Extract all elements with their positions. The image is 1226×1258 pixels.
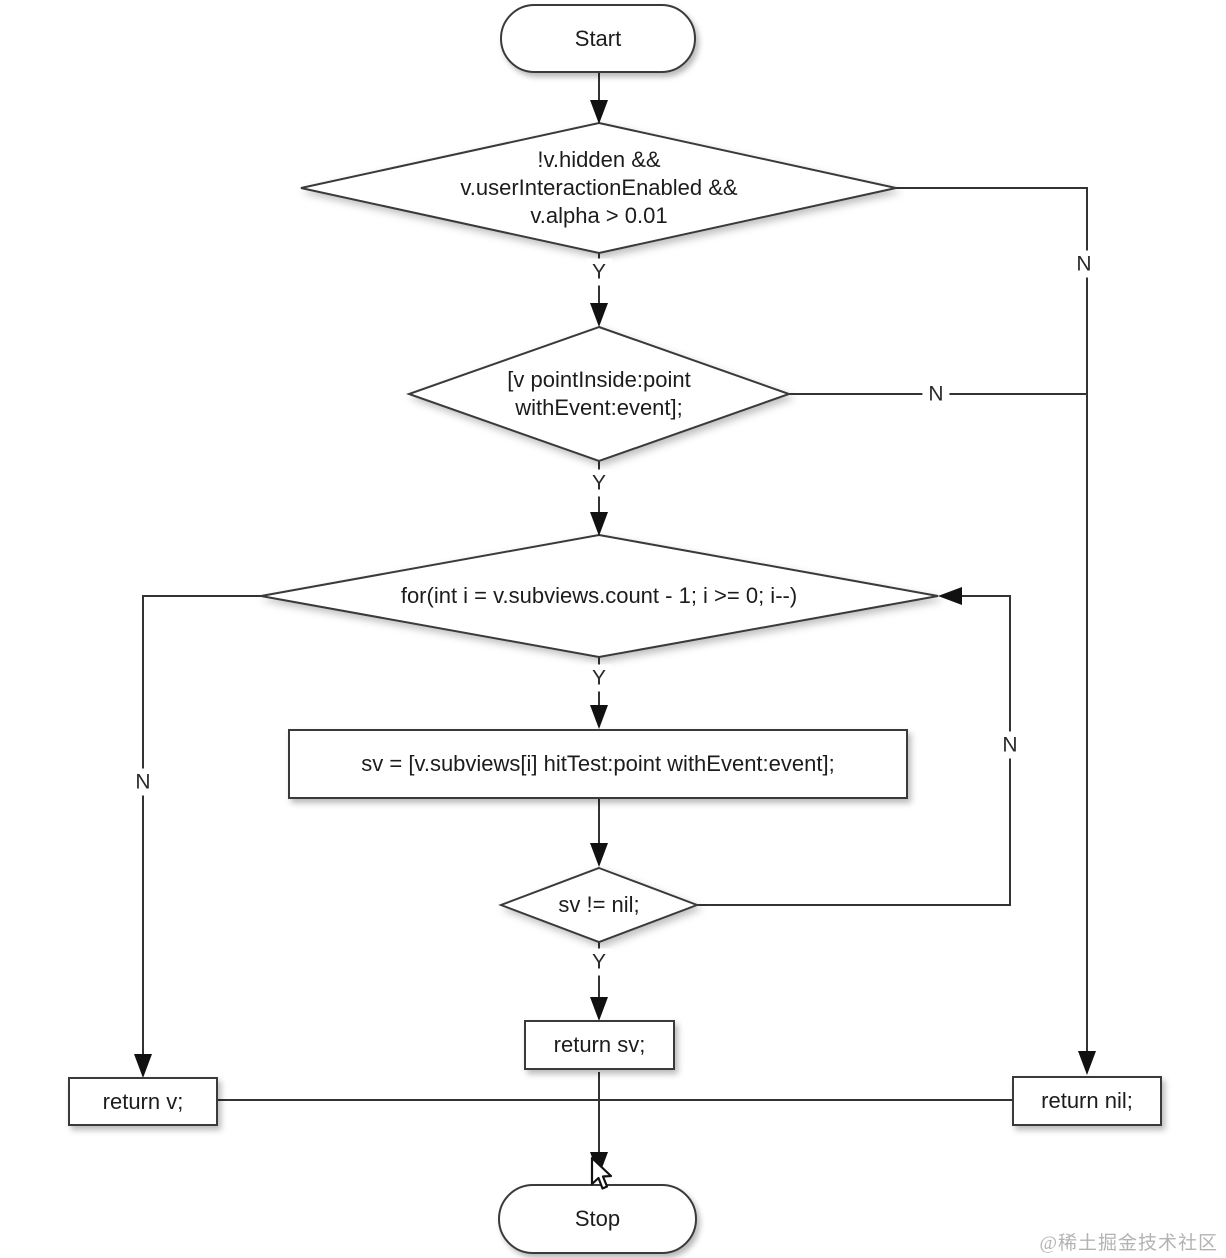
start-node: Start <box>500 4 696 73</box>
stop-node: Stop <box>498 1184 697 1254</box>
hit-test-call-node: sv = [v.subviews[i] hitTest:point withEv… <box>288 729 908 799</box>
edge-label-point-inside-no: N <box>922 380 950 408</box>
return-v-node: return v; <box>68 1077 218 1126</box>
edge-label-visibility-yes: Y <box>585 258 613 286</box>
mouse-cursor-icon <box>590 1157 613 1190</box>
point-inside-diamond <box>405 325 793 463</box>
subviews-loop-label: for(int i = v.subviews.count - 1; i >= 0… <box>400 582 798 608</box>
visibility-check-label: !v.hidden && v.userInteractionEnabled &&… <box>460 146 738 229</box>
edge-label-sv-nil-yes: Y <box>585 948 613 976</box>
point-inside-check-label: [v pointInside:point withEvent:event]; <box>507 366 691 420</box>
edge-label-loop-yes: Y <box>585 664 613 692</box>
sv-nil-check-label: sv != nil; <box>558 891 640 917</box>
edge-label-visibility-no: N <box>1070 250 1098 278</box>
edge-label-sv-nil-no: N <box>996 731 1024 759</box>
sv-nil-diamond <box>498 866 700 944</box>
return-sv-node: return sv; <box>524 1020 675 1070</box>
watermark-text: @稀土掘金技术社区 <box>1039 1233 1218 1254</box>
return-nil-node: return nil; <box>1012 1076 1162 1126</box>
edge-label-loop-no: N <box>129 768 157 796</box>
visibility-check-diamond <box>300 121 897 255</box>
edge-label-point-inside-yes: Y <box>585 469 613 497</box>
subviews-loop-diamond <box>260 533 939 659</box>
decision-diamonds <box>260 121 939 944</box>
arrowheads <box>134 100 1096 1176</box>
